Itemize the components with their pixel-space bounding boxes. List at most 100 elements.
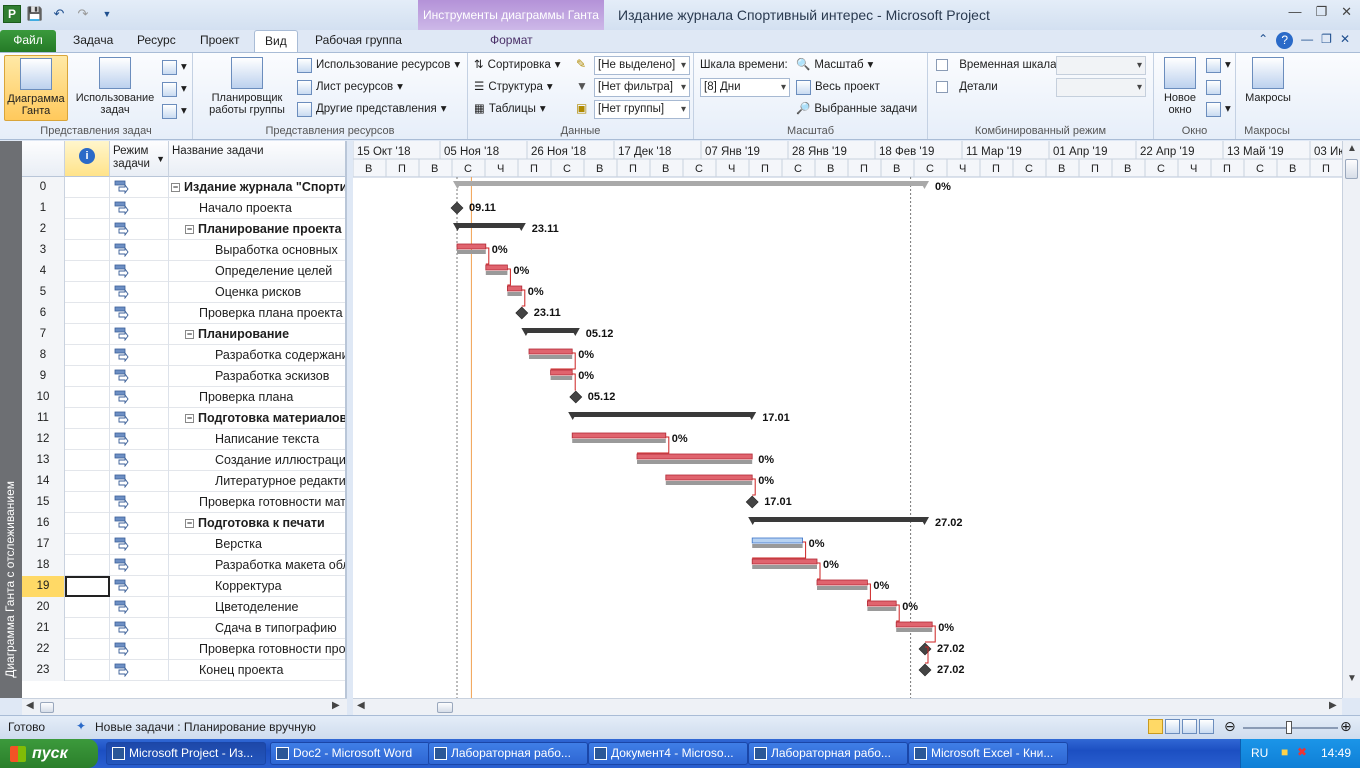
mode-cell[interactable] [110,597,169,618]
info-cell[interactable] [65,366,110,387]
chart-scroll-thumb[interactable] [437,702,453,713]
row-id[interactable]: 18 [22,555,65,576]
collapse-toggle-icon[interactable]: − [185,413,194,423]
tab-file[interactable]: Файл [0,30,56,52]
table-row[interactable]: 0−Издание журнала "Спортивный интерес" [22,177,345,198]
task-name-cell[interactable]: Корректура [169,576,345,597]
network-view-button[interactable]: ▾ [162,79,187,99]
switch-windows-button[interactable]: ▾ [1206,55,1231,75]
row-id[interactable]: 14 [22,471,65,492]
grid-horizontal-scrollbar[interactable]: ◀ ▶ [22,698,347,715]
task-name-cell[interactable]: Выработка основных [169,240,345,261]
collapse-toggle-icon[interactable]: − [185,224,194,234]
info-cell[interactable] [65,345,110,366]
chart-horizontal-scrollbar[interactable]: ◀ ▶ [353,698,1342,715]
row-id[interactable]: 2 [22,219,65,240]
info-cell[interactable] [65,387,110,408]
mode-column-header[interactable]: Режим задачи▼ [110,141,169,177]
info-cell[interactable] [65,492,110,513]
task-name-cell[interactable]: Литературное редактирование [169,471,345,492]
timeline-view-select[interactable] [1056,56,1146,75]
tab-team[interactable]: Рабочая группа [315,33,402,47]
collapse-toggle-icon[interactable]: − [171,182,180,192]
mode-cell[interactable] [110,303,169,324]
tray-antivirus-icon[interactable]: ✖ [1297,745,1308,759]
row-id[interactable]: 16 [22,513,65,534]
info-column-header[interactable]: i [65,141,110,177]
mode-cell[interactable] [110,345,169,366]
info-cell[interactable] [65,408,110,429]
info-cell[interactable] [65,429,110,450]
tray-shield-icon[interactable]: ■ [1281,745,1289,759]
name-column-header[interactable]: Название задачи [169,141,345,177]
other-views-button[interactable]: Другие представления ▾ [297,99,447,119]
grid-scroll-thumb[interactable] [40,702,54,713]
zoom-in-icon[interactable]: ⊕ [1340,718,1352,734]
mode-cell[interactable] [110,471,169,492]
redo-icon[interactable]: ↷ [77,6,89,21]
row-id[interactable]: 20 [22,597,65,618]
task-usage-button[interactable]: Использование задач [70,55,160,121]
calendar-view-button[interactable]: ▾ [162,57,187,77]
info-cell[interactable] [65,219,110,240]
filter-dropdown-icon[interactable]: ▼ [156,154,165,164]
mode-cell[interactable] [110,219,169,240]
mode-cell[interactable] [110,177,169,198]
task-name-cell[interactable]: −Планирование [169,324,345,345]
collapse-toggle-icon[interactable]: − [185,329,194,339]
task-name-cell[interactable]: −Издание журнала "Спортивный интерес" [169,177,345,198]
entire-project-button[interactable]: Весь проект [796,77,880,97]
task-name-cell[interactable]: Создание иллюстраций [169,450,345,471]
task-name-cell[interactable]: Проверка плана [169,387,345,408]
mode-cell[interactable] [110,366,169,387]
task-name-cell[interactable]: −Подготовка к печати [169,513,345,534]
zoom-slider-thumb[interactable] [1286,721,1292,734]
mode-cell[interactable] [110,387,169,408]
mode-cell[interactable] [110,408,169,429]
row-id[interactable]: 21 [22,618,65,639]
info-cell[interactable] [65,471,110,492]
timeline-checkbox[interactable]: Временная шкала [936,55,1057,75]
timeline-check-icon[interactable] [936,59,948,71]
resource-usage-button[interactable]: Использование ресурсов ▾ [297,55,460,75]
mode-cell[interactable] [110,576,169,597]
row-id[interactable]: 7 [22,324,65,345]
table-row[interactable]: 14 Литературное редактирование [22,471,345,492]
team-planner-shortcut-icon[interactable] [1182,719,1197,734]
info-cell[interactable] [65,198,110,219]
task-name-cell[interactable]: Верстка [169,534,345,555]
grid-corner[interactable] [22,141,65,177]
group-select[interactable]: [Нет группы] [594,100,690,119]
gantt-shortcut-icon[interactable] [1148,719,1163,734]
selected-tasks-button[interactable]: 🔎Выбранные задачи [796,99,917,119]
arrange-all-button[interactable] [1206,77,1221,97]
details-check-icon[interactable] [936,81,948,93]
close-icon[interactable]: ✕ [1341,4,1352,19]
taskbar-item[interactable]: Microsoft Project - Из... [106,742,266,765]
mode-cell[interactable] [110,618,169,639]
table-row[interactable]: 2−Планирование проекта [22,219,345,240]
task-name-cell[interactable]: Конец проекта [169,660,345,681]
grid-scroll-left-icon[interactable]: ◀ [26,700,34,711]
macros-button[interactable]: Макросы [1240,55,1296,121]
info-cell[interactable] [65,618,110,639]
timescale-select[interactable]: [8] Дни [700,78,790,97]
language-indicator[interactable]: RU [1251,746,1269,760]
info-cell[interactable] [65,261,110,282]
task-name-cell[interactable]: Написание текста [169,429,345,450]
hide-window-button[interactable]: ▾ [1206,99,1231,119]
task-name-cell[interactable]: Определение целей [169,261,345,282]
task-name-cell[interactable]: Разработка содержания [169,345,345,366]
info-cell[interactable] [65,177,110,198]
mode-cell[interactable] [110,492,169,513]
info-cell[interactable] [65,639,110,660]
task-usage-shortcut-icon[interactable] [1165,719,1180,734]
